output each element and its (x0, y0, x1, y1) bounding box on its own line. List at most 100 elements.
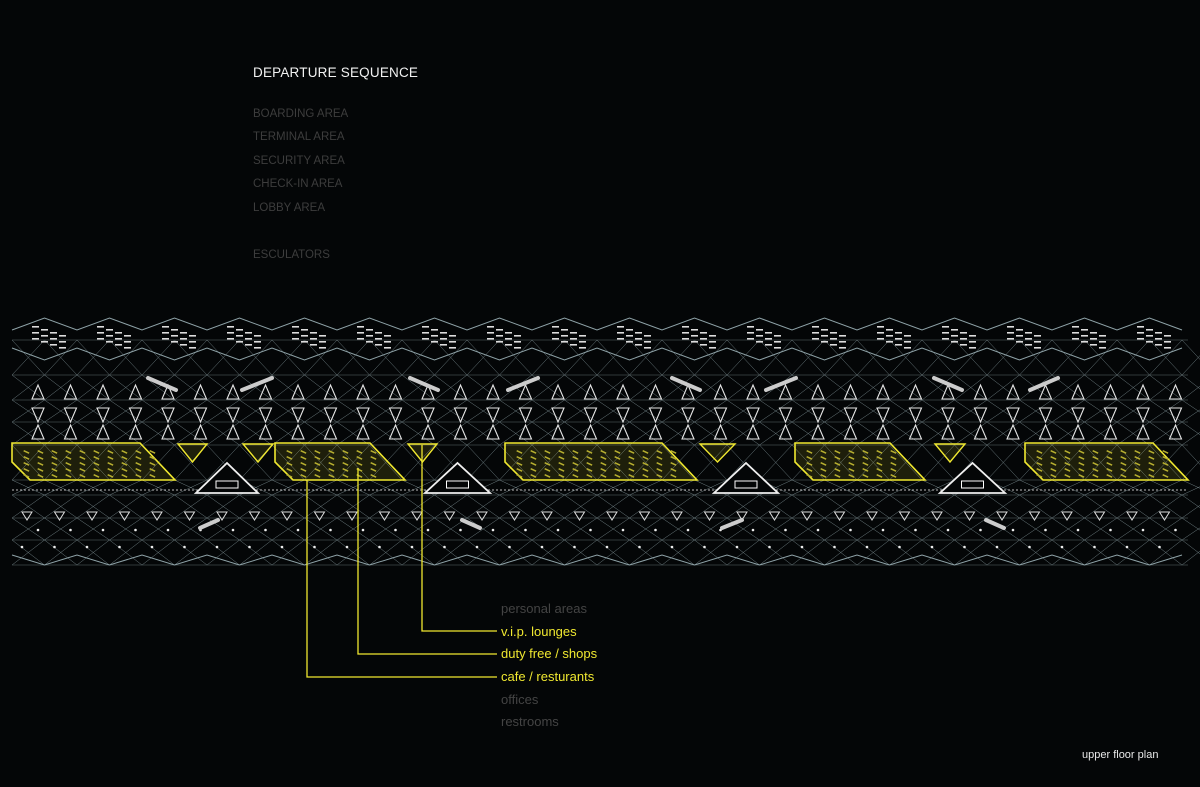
grid-diagonal (1149, 339, 1183, 376)
grid-diagonal (661, 374, 695, 401)
grid-diagonal (954, 494, 988, 519)
grid-diagonal (141, 374, 175, 401)
triangle-module (388, 383, 403, 400)
seat-row (292, 332, 299, 334)
triangle-module (843, 423, 858, 440)
grid-diagonal (369, 374, 403, 401)
triangle-module (541, 511, 553, 521)
grid-diagonal (336, 517, 370, 541)
triangle-module (226, 423, 240, 440)
seat-row (366, 341, 373, 343)
checkin-desk (446, 480, 469, 489)
zone-furniture (876, 473, 883, 478)
triangle-module (1038, 383, 1053, 400)
zone-furniture (1078, 474, 1085, 478)
triangle-module (778, 423, 793, 440)
grid-diagonal (174, 374, 208, 401)
grid-diagonal (271, 399, 305, 423)
seat-row (1137, 338, 1144, 340)
grid-diagonal (856, 421, 890, 446)
zone-furniture (1050, 455, 1057, 460)
grid-diagonal (596, 374, 630, 401)
grid-diagonal (434, 494, 468, 519)
grid-diagonal (336, 479, 370, 496)
zone-furniture (149, 462, 156, 466)
grid-diagonal (11, 517, 45, 541)
column-node (654, 528, 657, 532)
column-node (36, 528, 40, 532)
seat-row (579, 347, 586, 349)
grid-diagonal (694, 339, 728, 376)
seat-row (1007, 332, 1014, 334)
seat-row (774, 347, 781, 349)
zone-furniture (135, 468, 142, 472)
zone-furniture (572, 449, 579, 454)
column-node (1141, 528, 1145, 532)
seat-row (1025, 338, 1032, 340)
zone-furniture (628, 449, 635, 454)
column-node (85, 545, 89, 549)
zone-furniture (1064, 468, 1071, 472)
triangle-module (681, 407, 695, 424)
seat-row (1025, 344, 1032, 346)
seat-row (570, 338, 577, 340)
triangle-module (713, 423, 728, 440)
grid-diagonal (401, 421, 435, 446)
grid-diagonal (434, 339, 468, 376)
zone-furniture (862, 456, 869, 460)
escalator (460, 518, 482, 530)
zone-furniture (876, 461, 883, 466)
grid-diagonal (1084, 494, 1118, 519)
zone-furniture (1120, 473, 1127, 478)
seat-row (50, 338, 57, 340)
zone-furniture (1148, 474, 1155, 478)
zone-furniture (1050, 462, 1057, 466)
grid-diagonal (1181, 517, 1200, 531)
grid-diagonal (109, 399, 143, 423)
triangle-module (973, 423, 988, 440)
column-node (849, 528, 852, 532)
seat-row (505, 332, 512, 334)
seat-row (1034, 347, 1041, 349)
grid-diagonal (1116, 374, 1150, 401)
grid-diagonal (954, 374, 988, 401)
zone-furniture (1078, 462, 1085, 466)
column-node (296, 528, 300, 532)
column-node (394, 528, 397, 532)
column-node (280, 545, 284, 549)
seat-row (895, 344, 902, 346)
triangle-module (518, 407, 533, 424)
zone-furniture (37, 462, 44, 466)
triangle-module (1103, 423, 1118, 440)
seat-row (41, 335, 48, 337)
grid-diagonal (1084, 444, 1118, 481)
zone-furniture (516, 461, 523, 466)
seat-row (570, 344, 577, 346)
seat-row (236, 335, 243, 337)
grid-diagonal (1181, 431, 1200, 446)
zone-furniture (656, 462, 663, 466)
grid-diagonal (44, 479, 78, 496)
column-node (508, 545, 511, 549)
grid-diagonal (661, 539, 695, 566)
zone-furniture (51, 468, 58, 472)
grid-diagonal (1051, 339, 1085, 376)
zone-furniture (1162, 449, 1169, 454)
grid-diagonal (206, 539, 240, 566)
zone-furniture (530, 456, 537, 460)
seat-row (709, 347, 716, 349)
seat-row (812, 332, 819, 334)
grid-diagonal (791, 444, 825, 481)
grid-diagonal (921, 539, 955, 566)
seat-row (236, 329, 243, 331)
triangle-module (96, 383, 110, 400)
zone-furniture (1148, 450, 1155, 454)
grid-diagonal (726, 374, 760, 401)
grid-diagonal (304, 517, 338, 541)
zone-furniture (121, 449, 128, 454)
zone-furniture (628, 468, 635, 472)
zone-furniture (356, 455, 363, 460)
zone-furniture (848, 455, 855, 460)
grid-diagonal (694, 374, 728, 401)
column-node (1125, 545, 1129, 549)
